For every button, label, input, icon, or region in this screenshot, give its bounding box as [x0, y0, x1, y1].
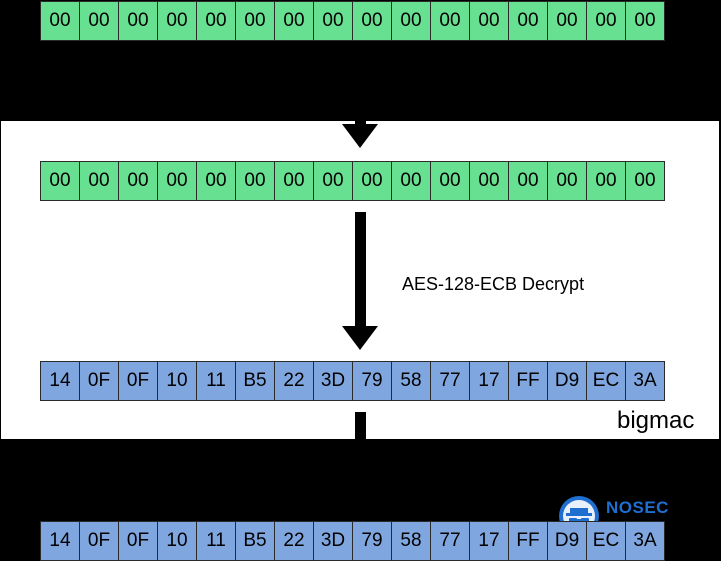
- byte-cell: 10: [157, 361, 197, 401]
- byte-cell: 00: [235, 161, 275, 201]
- byte-cell: 00: [625, 1, 665, 41]
- byte-cell: 00: [157, 161, 197, 201]
- byte-cell: 00: [79, 1, 119, 41]
- byte-cell: 3A: [625, 361, 665, 401]
- byte-cell: 3D: [313, 361, 353, 401]
- byte-cell: D9: [547, 521, 587, 561]
- byte-cell: 11: [196, 361, 236, 401]
- byte-cell: 79: [352, 361, 392, 401]
- byte-cell: 00: [391, 1, 431, 41]
- operation-label: AES-128-ECB Decrypt: [402, 274, 585, 294]
- byte-cell: 00: [196, 161, 236, 201]
- byte-cell: FF: [508, 521, 548, 561]
- byte-cell: 77: [430, 361, 470, 401]
- byte-cell: 00: [430, 1, 470, 41]
- byte-cell: 00: [391, 161, 431, 201]
- byte-cell: 10: [157, 521, 197, 561]
- byte-cell: 00: [118, 161, 158, 201]
- byte-cell: 14: [40, 361, 80, 401]
- byte-cell: 00: [547, 161, 587, 201]
- byte-cell: EC: [586, 521, 626, 561]
- arrow-shaft-3: [355, 412, 366, 439]
- byte-cell: 00: [157, 1, 197, 41]
- byte-cell: 58: [391, 361, 431, 401]
- byte-cell: 00: [352, 161, 392, 201]
- byte-cell: 00: [79, 161, 119, 201]
- byte-cell: 3A: [625, 521, 665, 561]
- byte-cell: 00: [352, 1, 392, 41]
- byte-cell: 0F: [79, 521, 119, 561]
- byte-cell: FF: [508, 361, 548, 401]
- arrow-shaft-2: [355, 212, 366, 328]
- byte-cell: 00: [235, 1, 275, 41]
- byte-cell: 0F: [79, 361, 119, 401]
- byte-cell: 00: [118, 1, 158, 41]
- byte-cell: 22: [274, 521, 314, 561]
- byte-cell: B5: [235, 521, 275, 561]
- byte-cell: 00: [586, 161, 626, 201]
- byte-cell: 0F: [118, 361, 158, 401]
- byte-cell: 22: [274, 361, 314, 401]
- byte-cell: D9: [547, 361, 587, 401]
- byte-cell: 00: [274, 1, 314, 41]
- byte-cell: 00: [313, 161, 353, 201]
- byte-cell: 00: [40, 161, 80, 201]
- byte-cell: 00: [586, 1, 626, 41]
- byte-cell: 3D: [313, 521, 353, 561]
- logo-text: NOSEC: [606, 498, 669, 517]
- byte-cell: 00: [469, 1, 509, 41]
- byte-cell: 00: [469, 161, 509, 201]
- byte-cell: 77: [430, 521, 470, 561]
- byte-cell: 58: [391, 521, 431, 561]
- byte-cell: 00: [274, 161, 314, 201]
- byte-cell: 00: [196, 1, 236, 41]
- byte-cell: 00: [40, 1, 80, 41]
- byte-cell: 11: [196, 521, 236, 561]
- arrow-down-icon: [342, 124, 378, 148]
- box-name-label: bigmac: [617, 407, 695, 434]
- byte-cell: 00: [430, 161, 470, 201]
- byte-cell: 17: [469, 361, 509, 401]
- arrow-down-icon: [342, 326, 378, 350]
- byte-cell: 79: [352, 521, 392, 561]
- byte-cell: 00: [508, 161, 548, 201]
- byte-cell: 00: [625, 161, 665, 201]
- byte-cell: 14: [40, 521, 80, 561]
- byte-cell: 0F: [118, 521, 158, 561]
- byte-cell: 00: [508, 1, 548, 41]
- byte-cell: 00: [547, 1, 587, 41]
- byte-cell: EC: [586, 361, 626, 401]
- byte-cell: 17: [469, 521, 509, 561]
- byte-cell: B5: [235, 361, 275, 401]
- byte-cell: 00: [313, 1, 353, 41]
